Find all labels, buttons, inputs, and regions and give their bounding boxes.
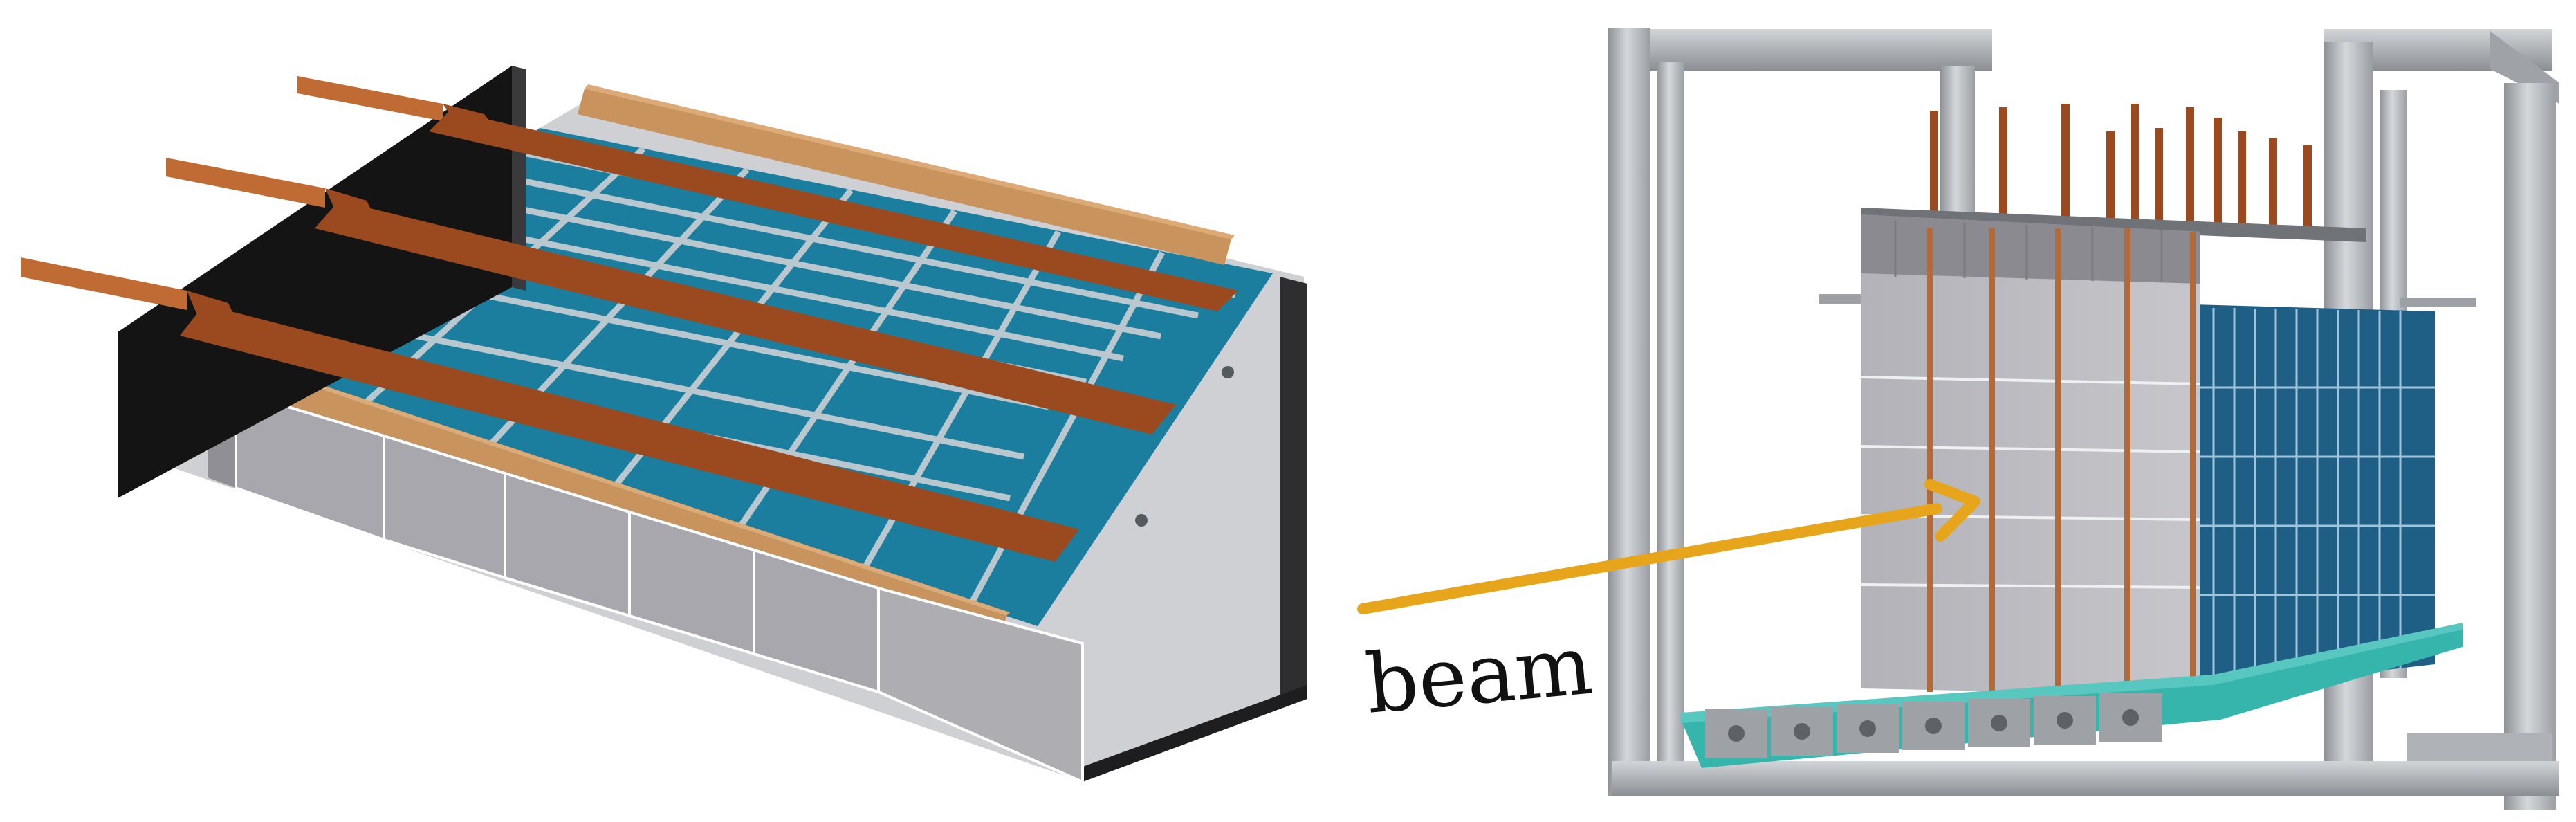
- stack-separators: [1894, 221, 2163, 282]
- beam-arrow-shaft: [1357, 503, 1942, 614]
- frame-rail-bottom: [1612, 761, 2559, 796]
- tan-rail-back: [578, 89, 1231, 265]
- copper-rod: [2106, 131, 2115, 221]
- frame-column-right-outer: [2504, 83, 2556, 810]
- copper-rod: [1999, 107, 2007, 218]
- copper-rod: [2186, 107, 2194, 225]
- blue-layer-lines: [2193, 308, 2435, 688]
- beam-label: beam: [1361, 616, 1597, 732]
- black-end-plate: [118, 66, 512, 498]
- side-rod-right: [2400, 298, 2476, 307]
- copper-rod: [2131, 104, 2139, 221]
- right-prototype-diagram: [1357, 28, 2559, 810]
- stack-top-plate: [1861, 208, 2366, 242]
- tan-rail-front-top: [242, 360, 1010, 616]
- gray-absorber-stack: [1861, 214, 2200, 695]
- copper-rods: [1930, 104, 2312, 228]
- cassette-front-right-edge: [1079, 685, 1307, 782]
- bolt-blocks: [1705, 693, 2162, 758]
- black-end-plate-edge: [512, 66, 526, 291]
- blue-layer-side: [2193, 304, 2435, 692]
- module-block: [877, 586, 1084, 785]
- left-cassette-diagram: [21, 66, 1307, 785]
- copper-rod: [2238, 131, 2246, 228]
- stack-top-band: [1861, 214, 2200, 284]
- copper-rod: [2061, 104, 2070, 221]
- copper-rod: [2269, 138, 2277, 228]
- copper-strip: [21, 257, 187, 310]
- readout-strips: [21, 76, 1238, 562]
- stack-copper-strips: [1927, 228, 2196, 695]
- copper-strip: [180, 304, 1079, 562]
- copper-rod: [2155, 128, 2163, 225]
- copper-strip: [297, 76, 443, 121]
- beam-arrow-head: [1924, 479, 1980, 542]
- copper-strip: [429, 111, 1238, 311]
- copper-rod: [1930, 111, 1938, 228]
- frame-rail-bottom-back: [2407, 733, 2552, 761]
- beam-arrow: [1357, 479, 1980, 614]
- cassette-right-wall: [1280, 277, 1307, 706]
- frame-column-left: [1608, 28, 1650, 796]
- tan-rail-back-top: [585, 84, 1235, 239]
- copper-rod: [2214, 118, 2222, 228]
- frame-column-left-inner: [1657, 62, 1684, 768]
- bolt-heads: [1728, 709, 2139, 742]
- copper-strip: [315, 201, 1176, 435]
- copper-rod: [2303, 145, 2312, 228]
- module-blocks: [234, 389, 1084, 785]
- copper-strip: [166, 158, 325, 208]
